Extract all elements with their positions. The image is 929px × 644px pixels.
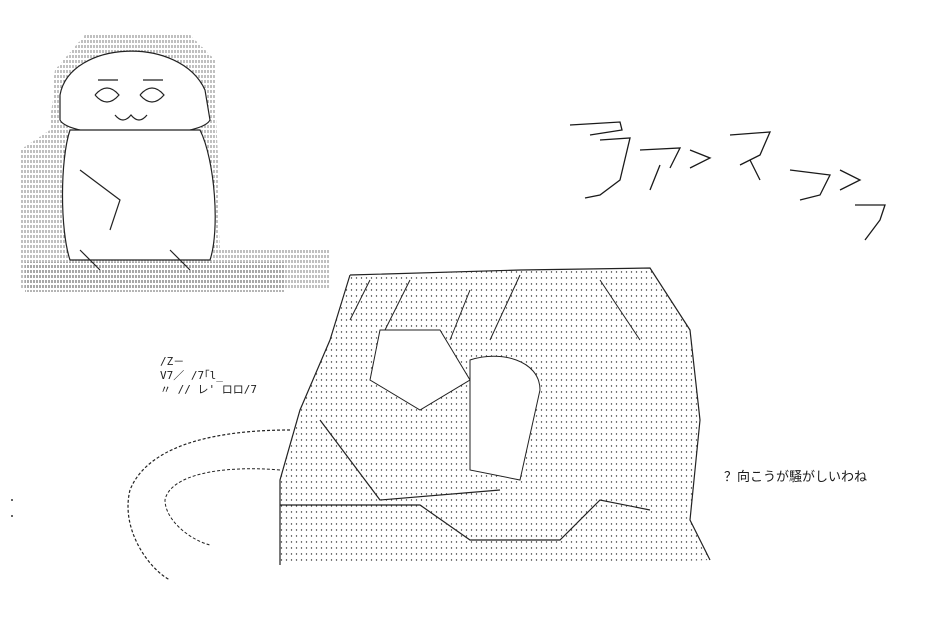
side-scribble-line-3: 〃 // レ' ロロ/7 [160,383,257,396]
caption-text: ？向こうが騒がしいわね [724,470,868,485]
creature-left-eye [94,87,120,103]
sfx-char-5 [789,169,831,201]
main-figure-outline [279,267,711,565]
sound-effect-graphic: ヴァ [560,110,886,241]
sfx-char-2 [639,147,682,191]
sfx-char-6 [839,169,862,191]
creature-mouth [114,114,148,121]
main-figure-tail [127,429,291,581]
sfx-char-1 [569,121,631,199]
sound-effect-text: ヴァ [560,110,562,111]
sfx-char-7 [855,204,886,241]
side-scribble-line-1: /Z－ [160,355,185,368]
creature-right-eye [139,87,165,103]
left-edge-dots [11,499,13,517]
main-figure-tail-inner [164,468,281,546]
main-figure-arm [319,419,501,501]
creature-floor [25,262,285,292]
creature-arm [79,169,121,231]
main-figure-lower [280,499,651,541]
main-figure-face [369,329,471,411]
main-figure-hand [469,355,541,481]
side-scribble: /Z－ V7／ /7｢l_ 〃 // レ' ロロ/7 [160,355,257,397]
main-figure [127,267,711,581]
main-figure-hair-strands [349,274,641,341]
sfx-char-3 [689,149,712,169]
side-scribble-line-2: V7／ /7｢l_ [160,369,223,382]
creature-body [61,129,216,261]
creature-figure [20,35,330,292]
sfx-char-4 [729,131,772,181]
